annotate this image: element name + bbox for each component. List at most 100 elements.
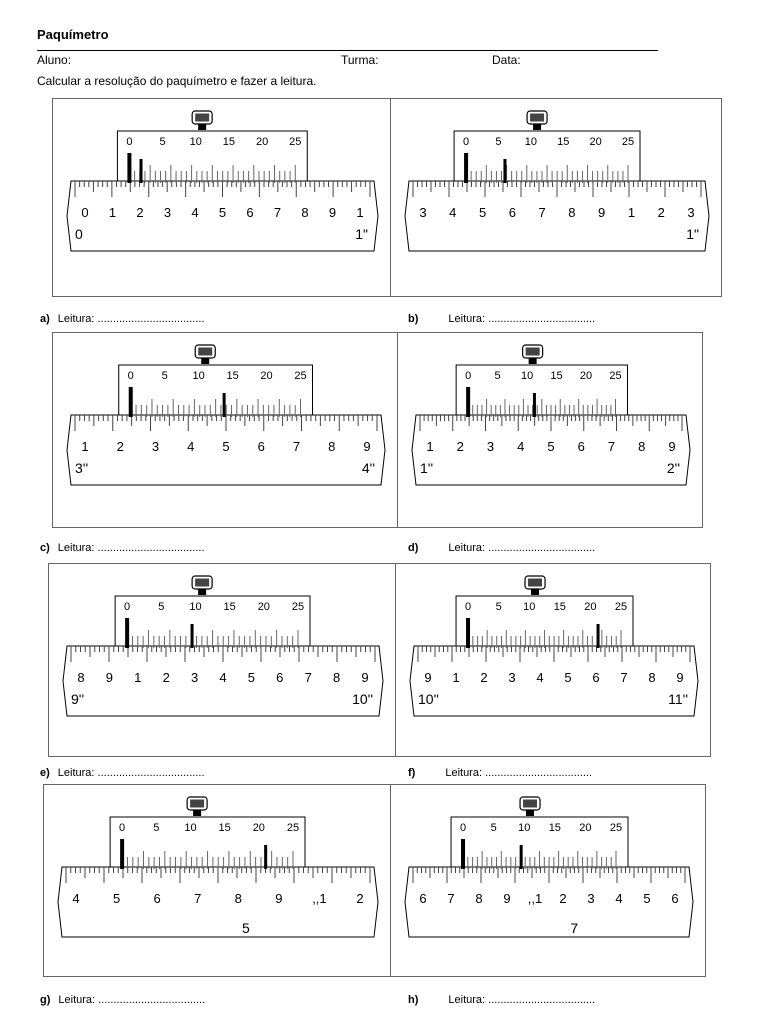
main-scale <box>57 866 379 938</box>
main-scale-number: 7 <box>305 670 312 685</box>
answer-blank[interactable]: ................................... <box>488 542 596 554</box>
inch-label-start: 10'' <box>418 691 439 707</box>
answer-h: h)Leitura: .............................… <box>408 994 596 1006</box>
inch-label-end: 1" <box>355 226 368 242</box>
answer-blank[interactable]: ................................... <box>98 994 206 1006</box>
vernier-number: 15 <box>554 601 566 613</box>
main-scale-number: 2 <box>356 891 363 906</box>
main-scale-number: 9 <box>275 891 282 906</box>
vernier-number: 10 <box>184 822 196 834</box>
main-scale-number: 5 <box>113 891 120 906</box>
vernier-number: 5 <box>495 370 501 382</box>
main-scale-number: 8 <box>235 891 242 906</box>
vernier-number: 15 <box>550 370 562 382</box>
answer-blank[interactable]: ................................... <box>97 313 205 325</box>
answer-blank[interactable]: ................................... <box>97 767 205 779</box>
main-scale-number: 2 <box>163 670 170 685</box>
vernier-number: 5 <box>153 822 159 834</box>
vernier-number: 0 <box>463 136 469 148</box>
answer-g: g)Leitura: .............................… <box>40 994 206 1006</box>
vernier-number: 15 <box>219 822 231 834</box>
main-scale-number: 3 <box>508 670 515 685</box>
vernier-number: 10 <box>523 601 535 613</box>
knob-grip <box>528 578 543 587</box>
main-scale-number: 8 <box>333 670 340 685</box>
main-scale <box>66 180 379 252</box>
main-scale-number: 4 <box>536 670 543 685</box>
main-scale-number: 0 <box>81 205 88 220</box>
main-scale-number: 8 <box>328 439 335 454</box>
inch-label-start: 9'' <box>71 691 84 707</box>
main-scale-number: 9 <box>329 205 336 220</box>
main-scale-number: 7 <box>274 205 281 220</box>
knob-stem <box>193 810 202 816</box>
answer-e: e)Leitura: .............................… <box>40 767 205 779</box>
main-scale-number: 6 <box>419 891 426 906</box>
vernier-number: 10 <box>525 136 537 148</box>
answer-blank[interactable]: ................................... <box>488 994 596 1006</box>
knob-stem <box>526 810 535 816</box>
answer-a: a)Leitura: .............................… <box>40 313 205 325</box>
answer-f: f)Leitura: .............................… <box>408 767 593 779</box>
answer-blank[interactable]: ................................... <box>485 767 593 779</box>
vernier-number: 10 <box>193 370 205 382</box>
main-scale-number: 2 <box>117 439 124 454</box>
main-scale-number: 9 <box>598 205 605 220</box>
vernier-zero-mark <box>466 618 471 648</box>
vernier-number: 25 <box>289 136 301 148</box>
vernier-number: 15 <box>224 601 236 613</box>
vernier-number: 20 <box>584 601 596 613</box>
vernier-number: 0 <box>126 136 132 148</box>
vernier-number: 15 <box>223 136 235 148</box>
vernier-number: 0 <box>128 370 134 382</box>
vernier-number: 25 <box>287 822 299 834</box>
title-underline <box>37 50 658 51</box>
main-scale-number: 2 <box>559 891 566 906</box>
vernier-number: 5 <box>491 822 497 834</box>
main-scale-number: 4 <box>72 891 79 906</box>
coincidence-mark <box>519 845 523 869</box>
main-scale-number: ,,1 <box>312 891 326 906</box>
inch-label-start: 0 <box>75 226 83 242</box>
knob-stem <box>531 589 540 595</box>
main-scale-number: 2 <box>658 205 665 220</box>
instruction-text: Calcular a resolução do paquímetro e faz… <box>37 74 317 88</box>
main-scale-number: 9 <box>106 670 113 685</box>
main-scale-number: 7 <box>538 205 545 220</box>
inch-label-end: 2'' <box>667 460 680 476</box>
sub-label: 7 <box>570 920 578 936</box>
vernier-number: 20 <box>258 601 270 613</box>
main-scale-number: 6 <box>578 439 585 454</box>
vernier-zero-mark <box>127 153 132 183</box>
main-scale-number: 3 <box>164 205 171 220</box>
coincidence-mark <box>190 624 194 648</box>
main-scale-number: 8 <box>77 670 84 685</box>
inch-label-start: 1'' <box>420 460 433 476</box>
main-scale-number: 7 <box>194 891 201 906</box>
main-scale-number: 7 <box>620 670 627 685</box>
main-scale-number: 9 <box>676 670 683 685</box>
main-scale-number: 6 <box>671 891 678 906</box>
main-scale-number: 3 <box>487 439 494 454</box>
answer-blank[interactable]: ................................... <box>488 313 596 325</box>
main-scale-number: 6 <box>276 670 283 685</box>
vernier-zero-mark <box>125 618 130 648</box>
main-scale-number: 5 <box>564 670 571 685</box>
main-scale-number: 7 <box>293 439 300 454</box>
main-scale-number: 5 <box>547 439 554 454</box>
main-scale <box>404 866 694 938</box>
main-scale-number: 5 <box>479 205 486 220</box>
main-scale-number: 5 <box>643 891 650 906</box>
main-scale-number: 4 <box>615 891 622 906</box>
vernier-number: 25 <box>609 370 621 382</box>
answer-blank[interactable]: ................................... <box>97 542 205 554</box>
main-scale <box>411 414 691 486</box>
inch-label-end: 11'' <box>668 691 688 707</box>
knob-grip <box>523 799 538 808</box>
knob-grip <box>198 347 213 356</box>
main-scale-number: 1 <box>356 205 363 220</box>
